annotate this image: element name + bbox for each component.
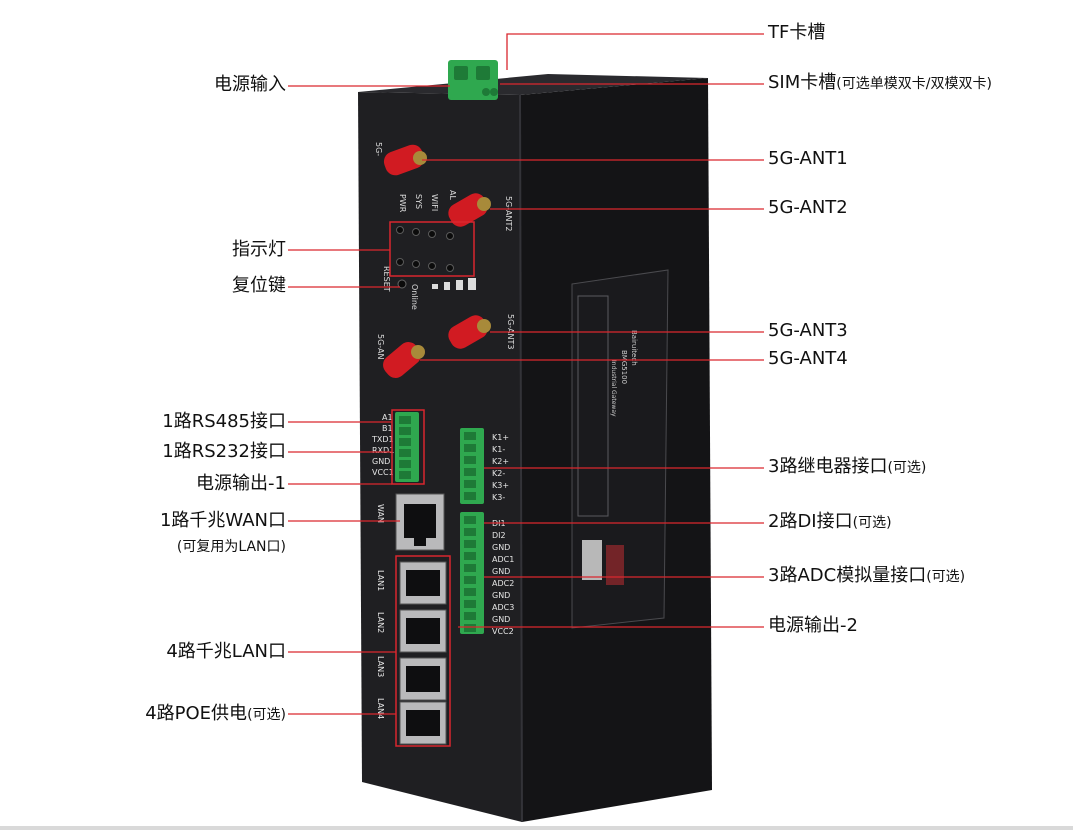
pin-di2: DI2 (492, 531, 506, 540)
callout-relay: 3路继电器接口 (768, 456, 888, 477)
callout-rs232: 1路RS232接口 (162, 441, 286, 462)
left-terminal-screws (399, 416, 411, 479)
silk-ant1: 5G- (374, 142, 383, 156)
side-label-model: BMG5100 (620, 350, 628, 384)
callout-tf: TF卡槽 (768, 22, 826, 43)
wan-port (395, 493, 445, 551)
silk-lan2: LAN2 (376, 612, 385, 633)
callout-ant2: 5G-ANT2 (768, 197, 848, 218)
device-front-panel (358, 92, 522, 822)
pin-k3m: K3- (492, 493, 505, 502)
silk-wan: WAN (376, 504, 385, 523)
pin-vcc1: VCC1 (372, 468, 394, 477)
side-spec-label: Bairuitech BMG5100 Industrial Gateway (571, 269, 669, 629)
lan-port-3 (399, 657, 447, 701)
callout-power-out1: 电源输出-1 (196, 473, 286, 494)
pin-gnd-3: GND (492, 591, 510, 600)
callout-relay-group: 3路继电器接口(可选) (768, 456, 926, 479)
callout-poe-note: (可选) (247, 707, 286, 723)
callout-power-input: 电源输入 (214, 74, 286, 95)
indicator-highlight-box (389, 221, 475, 277)
callout-poe-group: 4路POE供电(可选) (106, 703, 286, 726)
side-label-subtitle: Industrial Gateway (610, 360, 617, 417)
indicator-leds (396, 226, 454, 272)
pin-k1m: K1- (492, 445, 505, 454)
antenna-5g-ant2 (448, 193, 491, 227)
pin-gnd-4: GND (492, 615, 510, 624)
callout-adc: 3路ADC模拟量接口 (768, 565, 927, 586)
pin-k2p: K2+ (492, 457, 509, 466)
antenna-5g-ant3 (448, 315, 491, 349)
antenna-5g-ant1 (383, 144, 427, 176)
lan-port-2 (399, 609, 447, 653)
led-label-wifi: WIFI (430, 194, 439, 211)
lan-port-4 (399, 701, 447, 745)
io-terminal-screws (464, 516, 476, 632)
pin-gnd-1: GND (492, 543, 510, 552)
callout-poe: 4路POE供电 (145, 703, 248, 724)
pin-rxd1: RXD1 (372, 446, 394, 455)
silk-lan4: LAN4 (376, 698, 385, 719)
pin-gnd-2: GND (492, 567, 510, 576)
pin-k3p: K3+ (492, 481, 509, 490)
signal-bars (432, 278, 476, 290)
led-label-pwr: PWR (398, 194, 407, 213)
callout-ant3: 5G-ANT3 (768, 320, 848, 341)
silk-ant2: 5G-ANT2 (504, 196, 513, 231)
callout-wan-note: (可复用为LAN口) (176, 539, 286, 555)
callout-lan: 4路千兆LAN口 (166, 641, 286, 662)
callout-di: 2路DI接口 (768, 511, 853, 532)
callout-sim: SIM卡槽 (768, 72, 837, 93)
pin-a1: A1 (382, 413, 393, 422)
power-input-terminal (448, 60, 498, 100)
callout-reset-key: 复位键 (232, 275, 286, 296)
led-label-al: AL (448, 190, 457, 200)
reset-hole (397, 279, 407, 289)
side-label-brand: Bairuitech (630, 330, 638, 366)
pin-vcc2: VCC2 (492, 627, 514, 636)
antenna-5g-ant4 (383, 342, 425, 378)
callout-di-note: (可选) (852, 515, 892, 531)
callout-power-out2: 电源输出-2 (768, 615, 858, 636)
silk-reset: RESET (382, 266, 391, 292)
pin-k1p: K1+ (492, 433, 509, 442)
pin-txd1: TXD1 (371, 435, 394, 444)
callout-wan: 1路千兆WAN口 (159, 510, 286, 531)
silk-lan1: LAN1 (376, 570, 385, 591)
callout-ant1: 5G-ANT1 (768, 148, 848, 169)
relay-terminal-screws (464, 432, 476, 500)
callout-di-group: 2路DI接口(可选) (768, 511, 892, 534)
lan-ports-highlight-box (395, 555, 451, 747)
callout-indicator: 指示灯 (232, 239, 286, 260)
callout-adc-note: (可选) (926, 569, 966, 585)
pin-k2m: K2- (492, 469, 505, 478)
pin-adc1: ADC1 (492, 555, 514, 564)
pin-adc2: ADC2 (492, 579, 514, 588)
callout-rs485: 1路RS485接口 (162, 411, 286, 432)
silk-online: Online (410, 284, 419, 310)
lan-port-1 (399, 561, 447, 605)
led-label-sys: SYS (414, 194, 423, 209)
bottom-divider (0, 826, 1073, 830)
callout-ant4: 5G-ANT4 (768, 348, 848, 369)
silk-lan3: LAN3 (376, 656, 385, 677)
pin-b1: B1 (382, 424, 393, 433)
callout-sim-group: SIM卡槽(可选单模双卡/双模双卡) (768, 72, 992, 95)
pin-adc3: ADC3 (492, 603, 514, 612)
leader-lines (288, 33, 764, 715)
callout-relay-note: (可选) (887, 460, 927, 476)
terminal-highlight-box (391, 409, 425, 485)
pin-gnd-left: GND (372, 457, 390, 466)
callout-adc-group: 3路ADC模拟量接口(可选) (768, 565, 965, 588)
callout-sim-note: (可选单模双卡/双模双卡) (836, 76, 992, 92)
silk-ant4: 5G-AN (376, 334, 385, 359)
